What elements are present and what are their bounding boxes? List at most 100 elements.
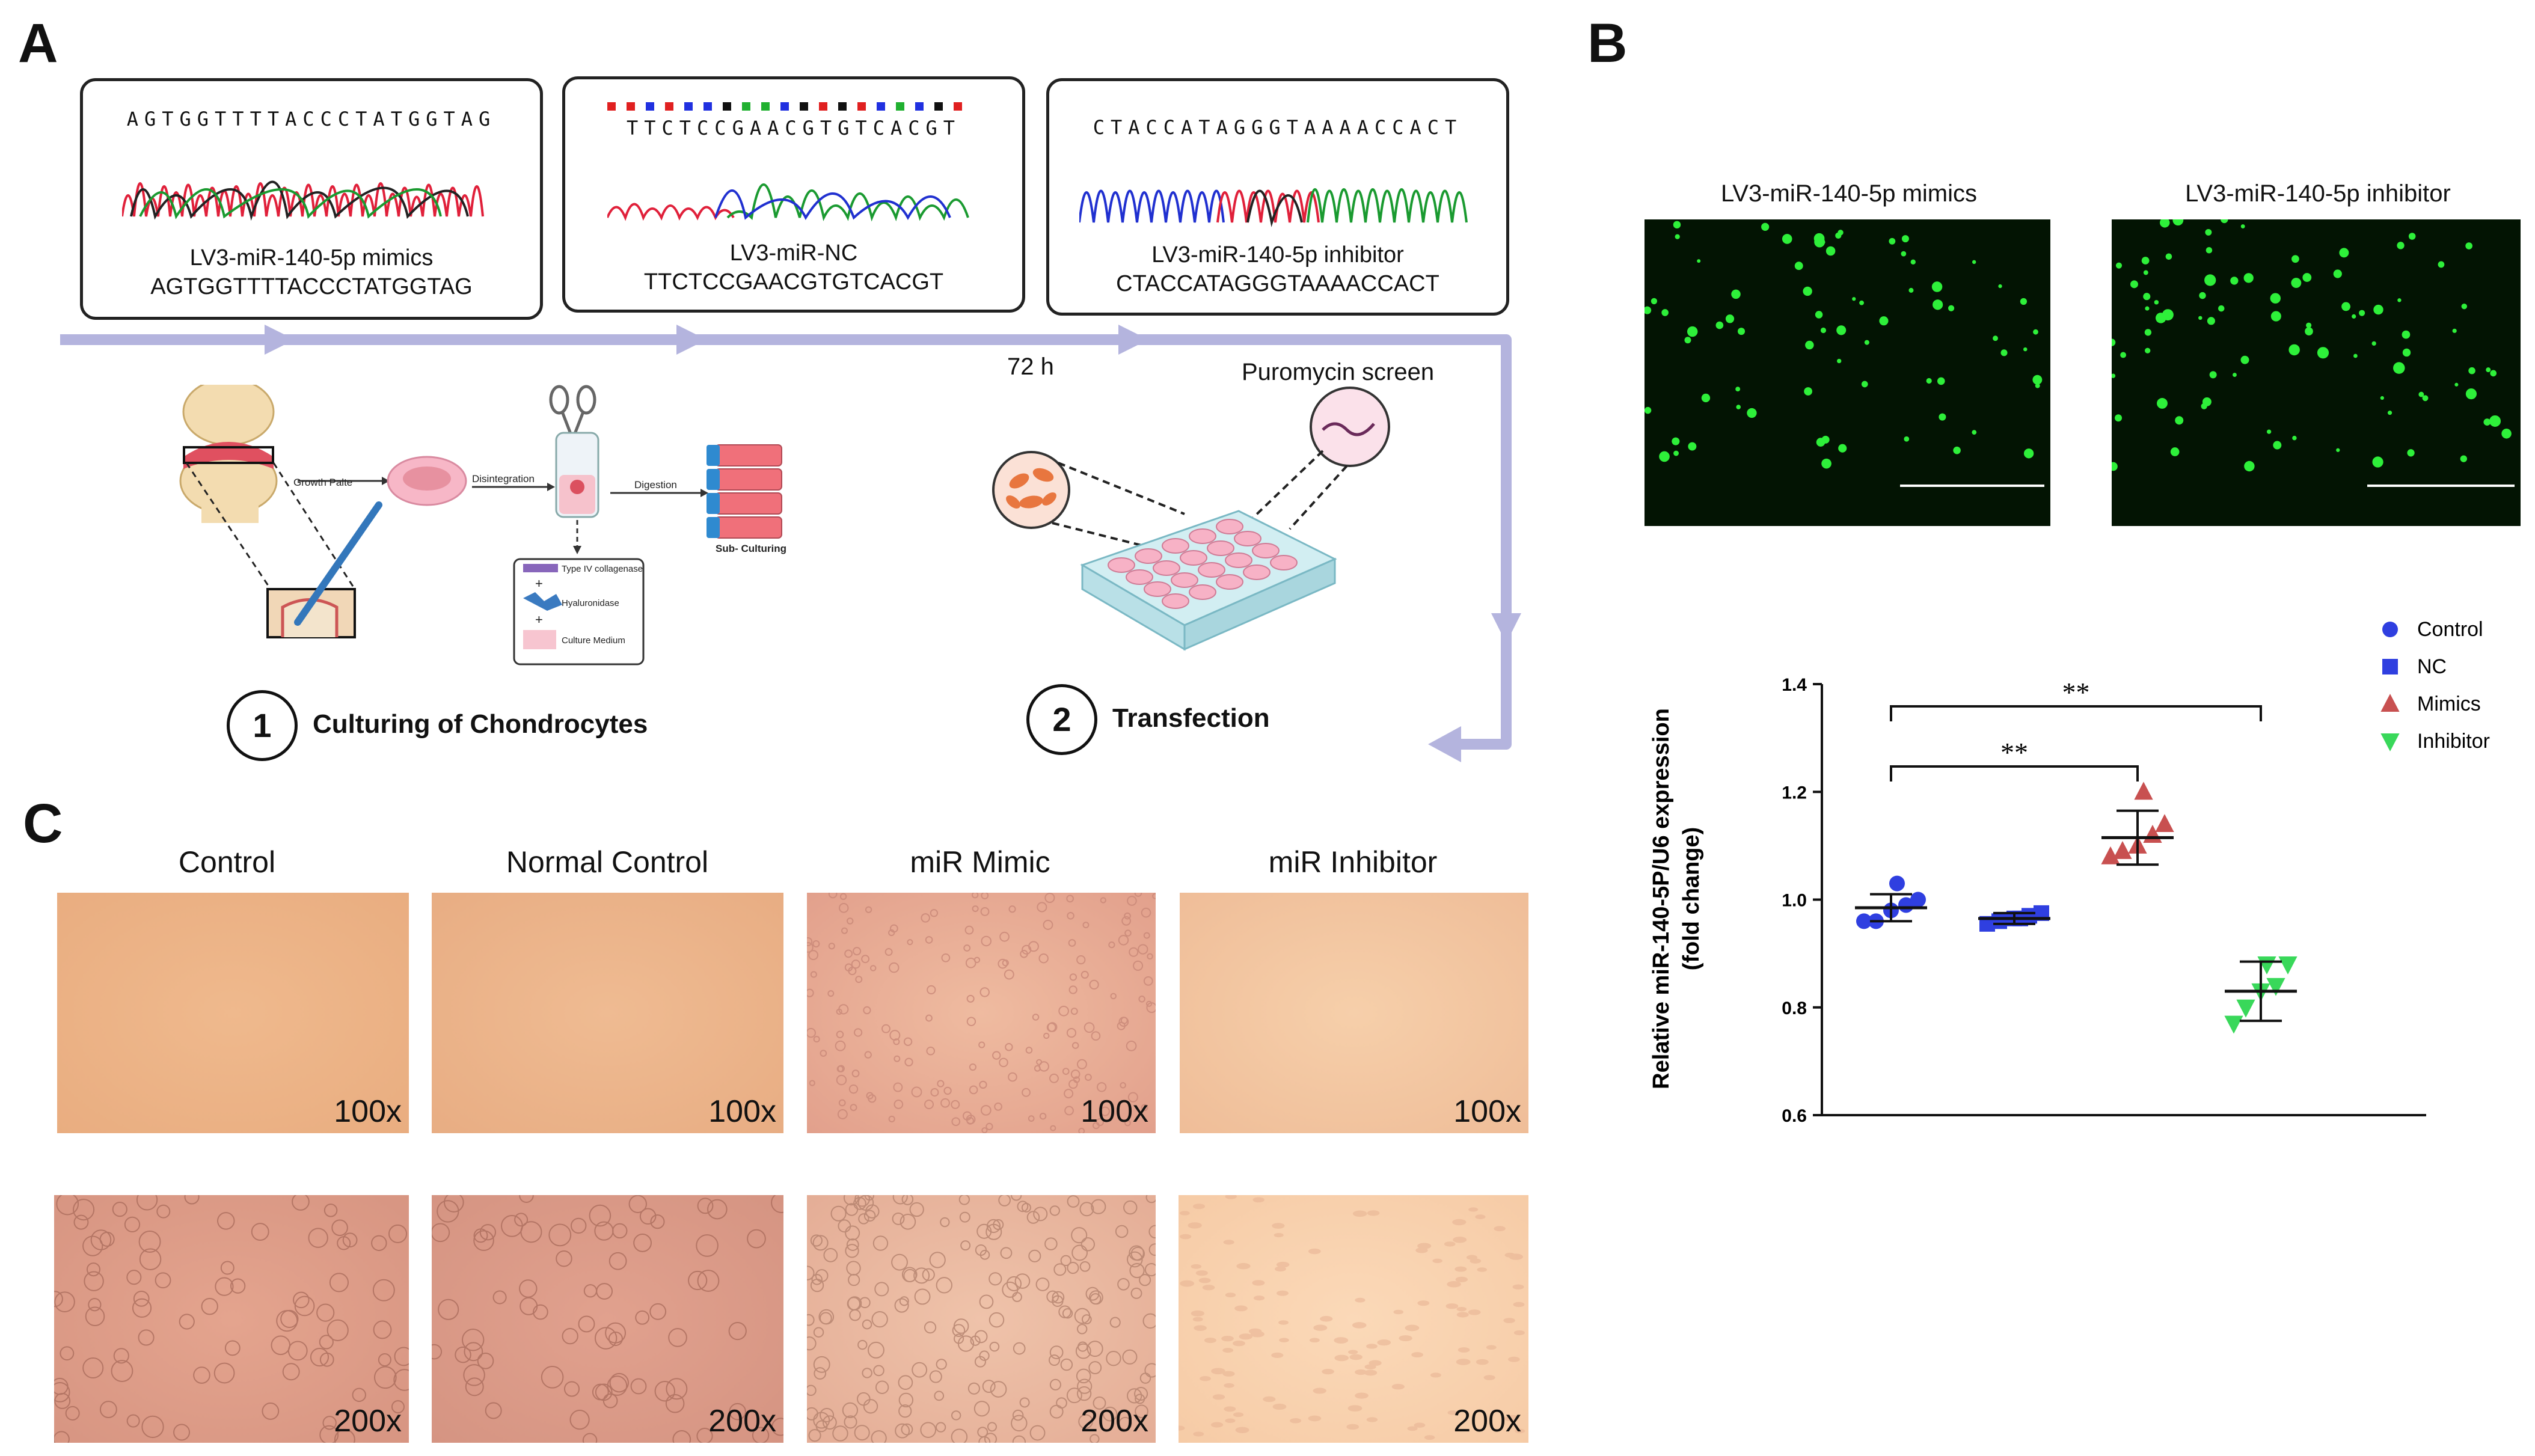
cell-mark — [845, 1244, 859, 1258]
cell-mark — [1071, 1244, 1088, 1261]
cell-mark — [1212, 1394, 1225, 1400]
medium-label: Culture Medium — [562, 635, 625, 646]
cell-mark — [1100, 897, 1106, 904]
cell-mark — [99, 1401, 117, 1419]
fluor-title-mimics: LV3-miR-140-5p mimics — [1720, 180, 1977, 207]
cell-mark — [1134, 1387, 1148, 1401]
cell-mark — [855, 976, 863, 983]
cell-mark — [54, 1377, 69, 1395]
cell-mark — [310, 1347, 330, 1367]
sequence-name-inhibitor: LV3-miR-140-5p inhibitor — [1151, 242, 1404, 268]
cell-mark — [989, 1312, 1005, 1328]
step2-label: Transfection — [1112, 703, 1270, 733]
cell-mark — [2333, 269, 2342, 278]
cell-mark — [1452, 1219, 1467, 1226]
cell-mark — [1454, 1266, 1467, 1272]
cell-mark — [2371, 341, 2376, 346]
cell-mark — [2486, 367, 2491, 373]
cell-mark — [654, 1381, 675, 1402]
cell-mark — [602, 1393, 618, 1409]
cell-mark — [1369, 1360, 1382, 1366]
cell-mark — [1430, 1372, 1441, 1378]
significance-label: ** — [2062, 677, 2090, 708]
cell-mark — [854, 1425, 870, 1441]
cell-mark — [1263, 1396, 1276, 1402]
cell-mark — [1124, 912, 1131, 920]
cell-mark — [820, 1050, 827, 1057]
cell-mark — [936, 1422, 946, 1433]
cell-mark — [911, 1086, 922, 1098]
cell-mark — [1455, 1276, 1468, 1282]
cell-mark — [993, 1219, 1004, 1231]
cell-mark — [903, 1037, 913, 1046]
cell-mark — [271, 1335, 291, 1356]
legend-marker — [2380, 694, 2400, 712]
cell-mark — [1066, 1028, 1077, 1038]
cell-mark — [85, 1306, 105, 1327]
cell-mark — [1816, 438, 1825, 447]
cell-mark — [1143, 932, 1150, 939]
cell-mark — [973, 956, 981, 964]
cell-mark — [941, 953, 951, 962]
cell-mark — [2160, 219, 2170, 228]
cell-mark — [871, 1311, 888, 1328]
cell-mark — [848, 1273, 860, 1286]
cell-mark — [485, 1402, 502, 1419]
cell-mark — [394, 1347, 409, 1366]
cell-mark — [388, 1224, 408, 1243]
cell-mark — [838, 1219, 851, 1233]
cell-mark — [1334, 1354, 1349, 1362]
cell-mark — [809, 1080, 815, 1086]
cell-mark — [1346, 1424, 1359, 1430]
cell-mark — [1008, 1072, 1017, 1082]
cell-mark — [1503, 1318, 1515, 1323]
cell-mark — [697, 1270, 720, 1292]
cell-mark — [1901, 235, 1909, 243]
cell-mark — [1124, 1119, 1131, 1127]
culture-flasks-icon — [707, 444, 782, 539]
cell-mark — [1377, 1339, 1391, 1346]
cell-mark — [649, 1303, 667, 1320]
cell-mark — [1079, 1202, 1094, 1217]
cell-mark — [889, 962, 900, 973]
cell-mark — [136, 1195, 158, 1211]
cell-mark — [1747, 408, 1757, 418]
cell-mark — [319, 1352, 334, 1367]
cell-mark — [2154, 300, 2159, 305]
cell-mark — [966, 994, 975, 1003]
data-point — [2113, 840, 2132, 859]
cell-mark — [230, 1278, 246, 1294]
cell-mark — [982, 1380, 996, 1393]
cell-mark — [846, 917, 854, 925]
data-point — [1991, 913, 2007, 929]
cell-mark — [1879, 316, 1889, 326]
cell-mark — [866, 1092, 874, 1100]
cell-mark — [1038, 1061, 1049, 1072]
cell-mark — [1737, 328, 1746, 335]
cell-mark — [1937, 377, 1945, 385]
knee-joint-icon — [179, 385, 278, 523]
cell-mark — [2205, 228, 2212, 236]
col-header-mir-mimic: miR Mimic — [910, 845, 1050, 879]
cell-mark — [998, 958, 1008, 969]
cell-mark — [331, 1219, 348, 1237]
cell-mark — [1043, 1032, 1050, 1039]
cell-mark — [1090, 1293, 1102, 1305]
cell-mark — [979, 1350, 990, 1361]
cell-mark — [2175, 416, 2184, 425]
cell-mark — [1926, 378, 1932, 384]
cell-mark — [952, 1324, 966, 1337]
cell-mark — [155, 1272, 171, 1289]
plus-sign-2: + — [535, 612, 543, 627]
cell-mark — [2460, 455, 2468, 462]
cell-mark — [594, 1327, 618, 1350]
cell-mark — [393, 1369, 409, 1391]
cell-mark — [907, 939, 913, 946]
cell-mark — [1910, 259, 1916, 265]
cell-mark — [2341, 302, 2350, 311]
cell-mark — [1025, 1047, 1033, 1054]
cell-mark — [894, 1100, 904, 1109]
cell-mark — [1004, 969, 1014, 980]
cell-mark — [841, 927, 848, 934]
cell-mark — [1347, 1405, 1363, 1412]
